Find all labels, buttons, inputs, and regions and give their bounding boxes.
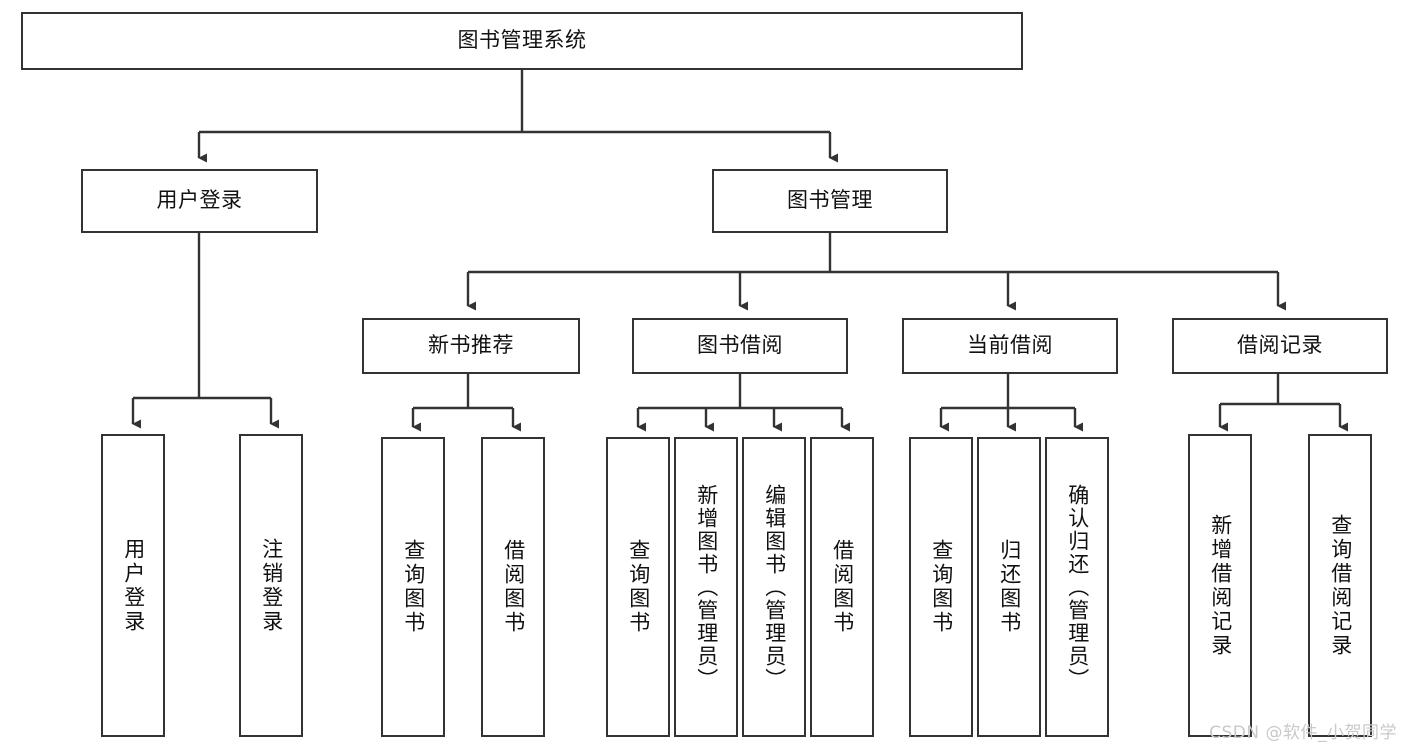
leaf-label: 查询图书	[929, 539, 954, 635]
leaf-book-borrow-2[interactable]: 新增图书（管理员）	[674, 437, 738, 737]
leaf-label: 借阅图书	[501, 539, 526, 635]
watermark: CSDN @软件_小贺同学	[1209, 723, 1397, 743]
leaf-label: 查询图书	[626, 539, 651, 635]
node-current-borrow[interactable]: 当前借阅	[902, 318, 1118, 374]
leaf-label: 用户登录	[121, 537, 146, 634]
node-new-book-recommend[interactable]: 新书推荐	[362, 318, 580, 374]
leaf-user-login-1[interactable]: 用户登录	[101, 434, 165, 737]
leaf-current-borrow-1[interactable]: 查询图书	[909, 437, 973, 737]
node-book-borrow-label: 图书借阅	[697, 333, 783, 358]
leaf-label: 新增图书（管理员）	[694, 483, 719, 691]
leaf-label: 新增借阅记录	[1208, 513, 1233, 658]
node-user-login[interactable]: 用户登录	[81, 169, 318, 233]
leaf-current-borrow-2[interactable]: 归还图书	[977, 437, 1041, 737]
node-root[interactable]: 图书管理系统	[21, 12, 1023, 70]
node-new-book-recommend-label: 新书推荐	[428, 333, 514, 358]
leaf-book-borrow-3[interactable]: 编辑图书（管理员）	[742, 437, 806, 737]
leaf-label: 确认归还（管理员）	[1065, 483, 1090, 691]
leaf-user-login-2[interactable]: 注销登录	[239, 434, 303, 737]
node-book-borrow[interactable]: 图书借阅	[632, 318, 848, 374]
node-root-label: 图书管理系统	[457, 28, 587, 53]
leaf-label: 注销登录	[259, 537, 284, 634]
leaf-borrow-record-1[interactable]: 新增借阅记录	[1188, 434, 1252, 737]
node-current-borrow-label: 当前借阅	[967, 333, 1053, 358]
node-book-manage[interactable]: 图书管理	[712, 169, 948, 233]
node-borrow-record[interactable]: 借阅记录	[1172, 318, 1388, 374]
leaf-label: 借阅图书	[830, 539, 855, 635]
leaf-current-borrow-3[interactable]: 确认归还（管理员）	[1045, 437, 1109, 737]
node-borrow-record-label: 借阅记录	[1237, 333, 1323, 358]
leaf-label: 查询图书	[401, 539, 426, 635]
leaf-book-borrow-4[interactable]: 借阅图书	[810, 437, 874, 737]
leaf-new-book-1[interactable]: 查询图书	[381, 437, 445, 737]
leaf-label: 归还图书	[997, 539, 1022, 635]
leaf-label: 编辑图书（管理员）	[762, 483, 787, 691]
leaf-label: 查询借阅记录	[1328, 513, 1353, 658]
leaf-book-borrow-1[interactable]: 查询图书	[606, 437, 670, 737]
leaf-borrow-record-2[interactable]: 查询借阅记录	[1308, 434, 1372, 737]
leaf-new-book-2[interactable]: 借阅图书	[481, 437, 545, 737]
node-user-login-label: 用户登录	[156, 188, 243, 213]
node-book-manage-label: 图书管理	[787, 188, 873, 213]
